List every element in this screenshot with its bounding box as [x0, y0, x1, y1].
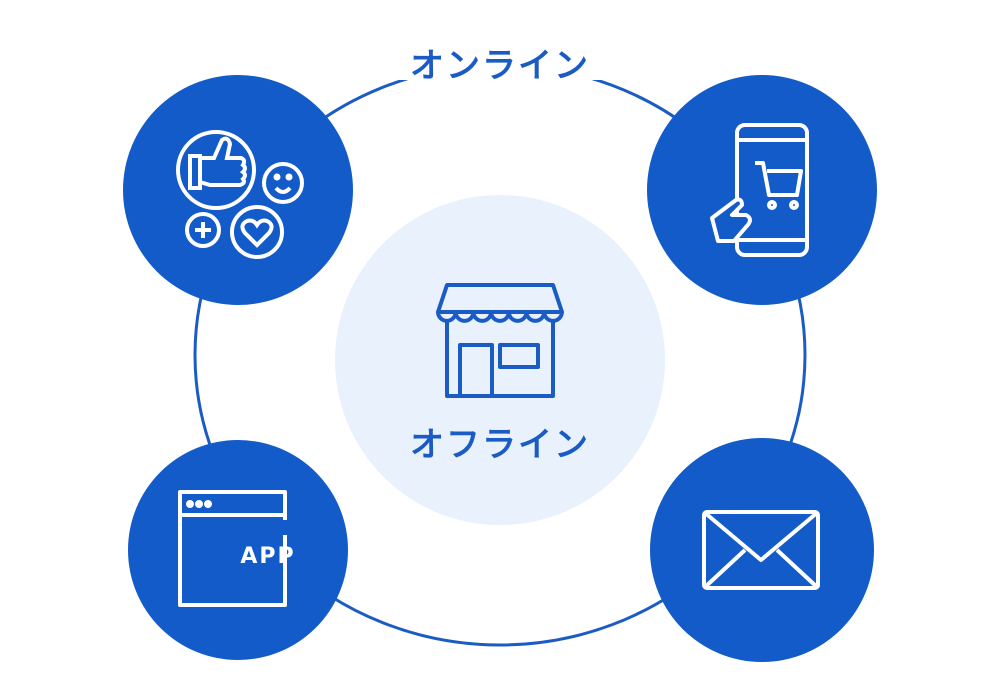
mail-icon	[702, 510, 820, 590]
title-gap	[390, 40, 610, 80]
mobile-shopping-node	[647, 75, 877, 305]
app-label: APP	[240, 544, 295, 569]
mail-node	[650, 438, 874, 662]
offline-label: オフライン	[410, 425, 590, 465]
online-title: オンライン	[410, 46, 590, 86]
store-icon	[436, 283, 564, 398]
social-node	[123, 75, 353, 305]
app-window-icon	[178, 490, 287, 607]
app-node	[128, 440, 348, 660]
mobile-shopping-icon	[710, 123, 809, 257]
social-reactions-icon	[176, 130, 304, 259]
